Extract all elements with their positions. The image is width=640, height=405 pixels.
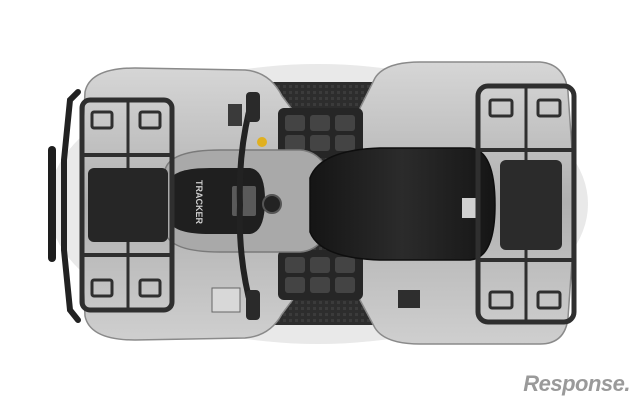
right-footwell [278, 250, 363, 300]
left-footwell [278, 108, 363, 158]
display-screen [232, 186, 256, 216]
warning-label-front-top [228, 104, 242, 126]
fender-brand-text: TRACKER [194, 180, 204, 224]
watermark-text: Response. [523, 371, 630, 396]
rear-storage-box [500, 160, 562, 250]
handlebar [236, 92, 267, 320]
warning-label-rear [398, 290, 420, 308]
seat [309, 147, 496, 261]
front-bumper [61, 89, 81, 323]
front-storage-box [88, 168, 168, 242]
warning-label-seat [462, 198, 476, 218]
warning-label-front-bottom [211, 287, 241, 313]
front-cargo-rack [79, 97, 175, 313]
fuel-cap [262, 194, 282, 214]
